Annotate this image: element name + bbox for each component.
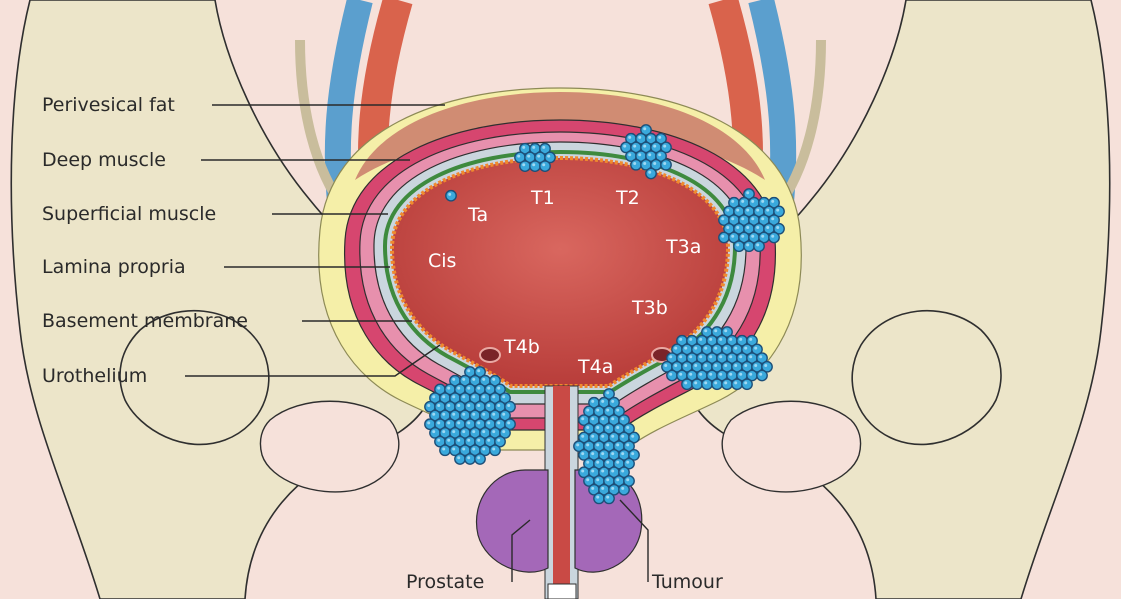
- label-superficial-muscle: Superficial muscle: [42, 203, 216, 225]
- tumour-cell: [702, 379, 712, 389]
- stage-label-t2: T2: [616, 187, 640, 209]
- tumour-cell: [619, 485, 629, 495]
- tumour-cell: [744, 241, 754, 251]
- tumour-cell: [742, 379, 752, 389]
- tumour-cell: [440, 445, 450, 455]
- label-perivesical-fat: Perivesical fat: [42, 94, 175, 116]
- stage-label-t3b: T3b: [632, 297, 668, 319]
- tumour-cell: [490, 445, 500, 455]
- tumour-cell: [682, 379, 692, 389]
- tumour-cell: [520, 161, 530, 171]
- tumour-cluster-t3b: [662, 327, 772, 390]
- label-lamina-propria: Lamina propria: [42, 256, 186, 278]
- stage-label-t3a: T3a: [666, 236, 701, 258]
- tumour-cell: [757, 370, 767, 380]
- urethra: [553, 386, 570, 599]
- tumour-cell: [722, 379, 732, 389]
- stage-label-t4b: T4b: [504, 336, 540, 358]
- stage-label-t4a: T4a: [578, 356, 613, 378]
- urethral-opening: [548, 584, 576, 599]
- stage-label-ta: Ta: [468, 204, 488, 226]
- tumour-cell: [661, 160, 671, 170]
- tumour-cell: [604, 493, 614, 503]
- tumour-cluster-ta: [446, 191, 456, 201]
- tumour-cell: [754, 241, 764, 251]
- tumour-cell: [732, 379, 742, 389]
- left-ureteric-orifice: [480, 348, 500, 362]
- tumour-cell: [475, 454, 485, 464]
- label-prostate: Prostate: [406, 571, 484, 593]
- label-deep-muscle: Deep muscle: [42, 149, 166, 171]
- label-tumour: Tumour: [652, 571, 723, 593]
- tumour-cell: [465, 454, 475, 464]
- tumour-cell: [719, 232, 729, 242]
- tumour-cell: [631, 160, 641, 170]
- tumour-cell: [667, 370, 677, 380]
- tumour-cell: [646, 168, 656, 178]
- tumour-cell: [594, 493, 604, 503]
- tumour-cell: [540, 161, 550, 171]
- stage-label-t1: T1: [531, 187, 555, 209]
- tumour-cell: [455, 454, 465, 464]
- tumour-cell: [530, 161, 540, 171]
- tumour-cell: [734, 241, 744, 251]
- tumour-cell: [446, 191, 456, 201]
- tumour-cell: [692, 379, 702, 389]
- tumour-cell: [769, 232, 779, 242]
- tumour-cluster-t1: [515, 144, 555, 172]
- tumour-cell: [712, 379, 722, 389]
- label-basement-membrane: Basement membrane: [42, 310, 248, 332]
- label-urothelium: Urothelium: [42, 365, 147, 387]
- stage-label-cis: Cis: [428, 250, 456, 272]
